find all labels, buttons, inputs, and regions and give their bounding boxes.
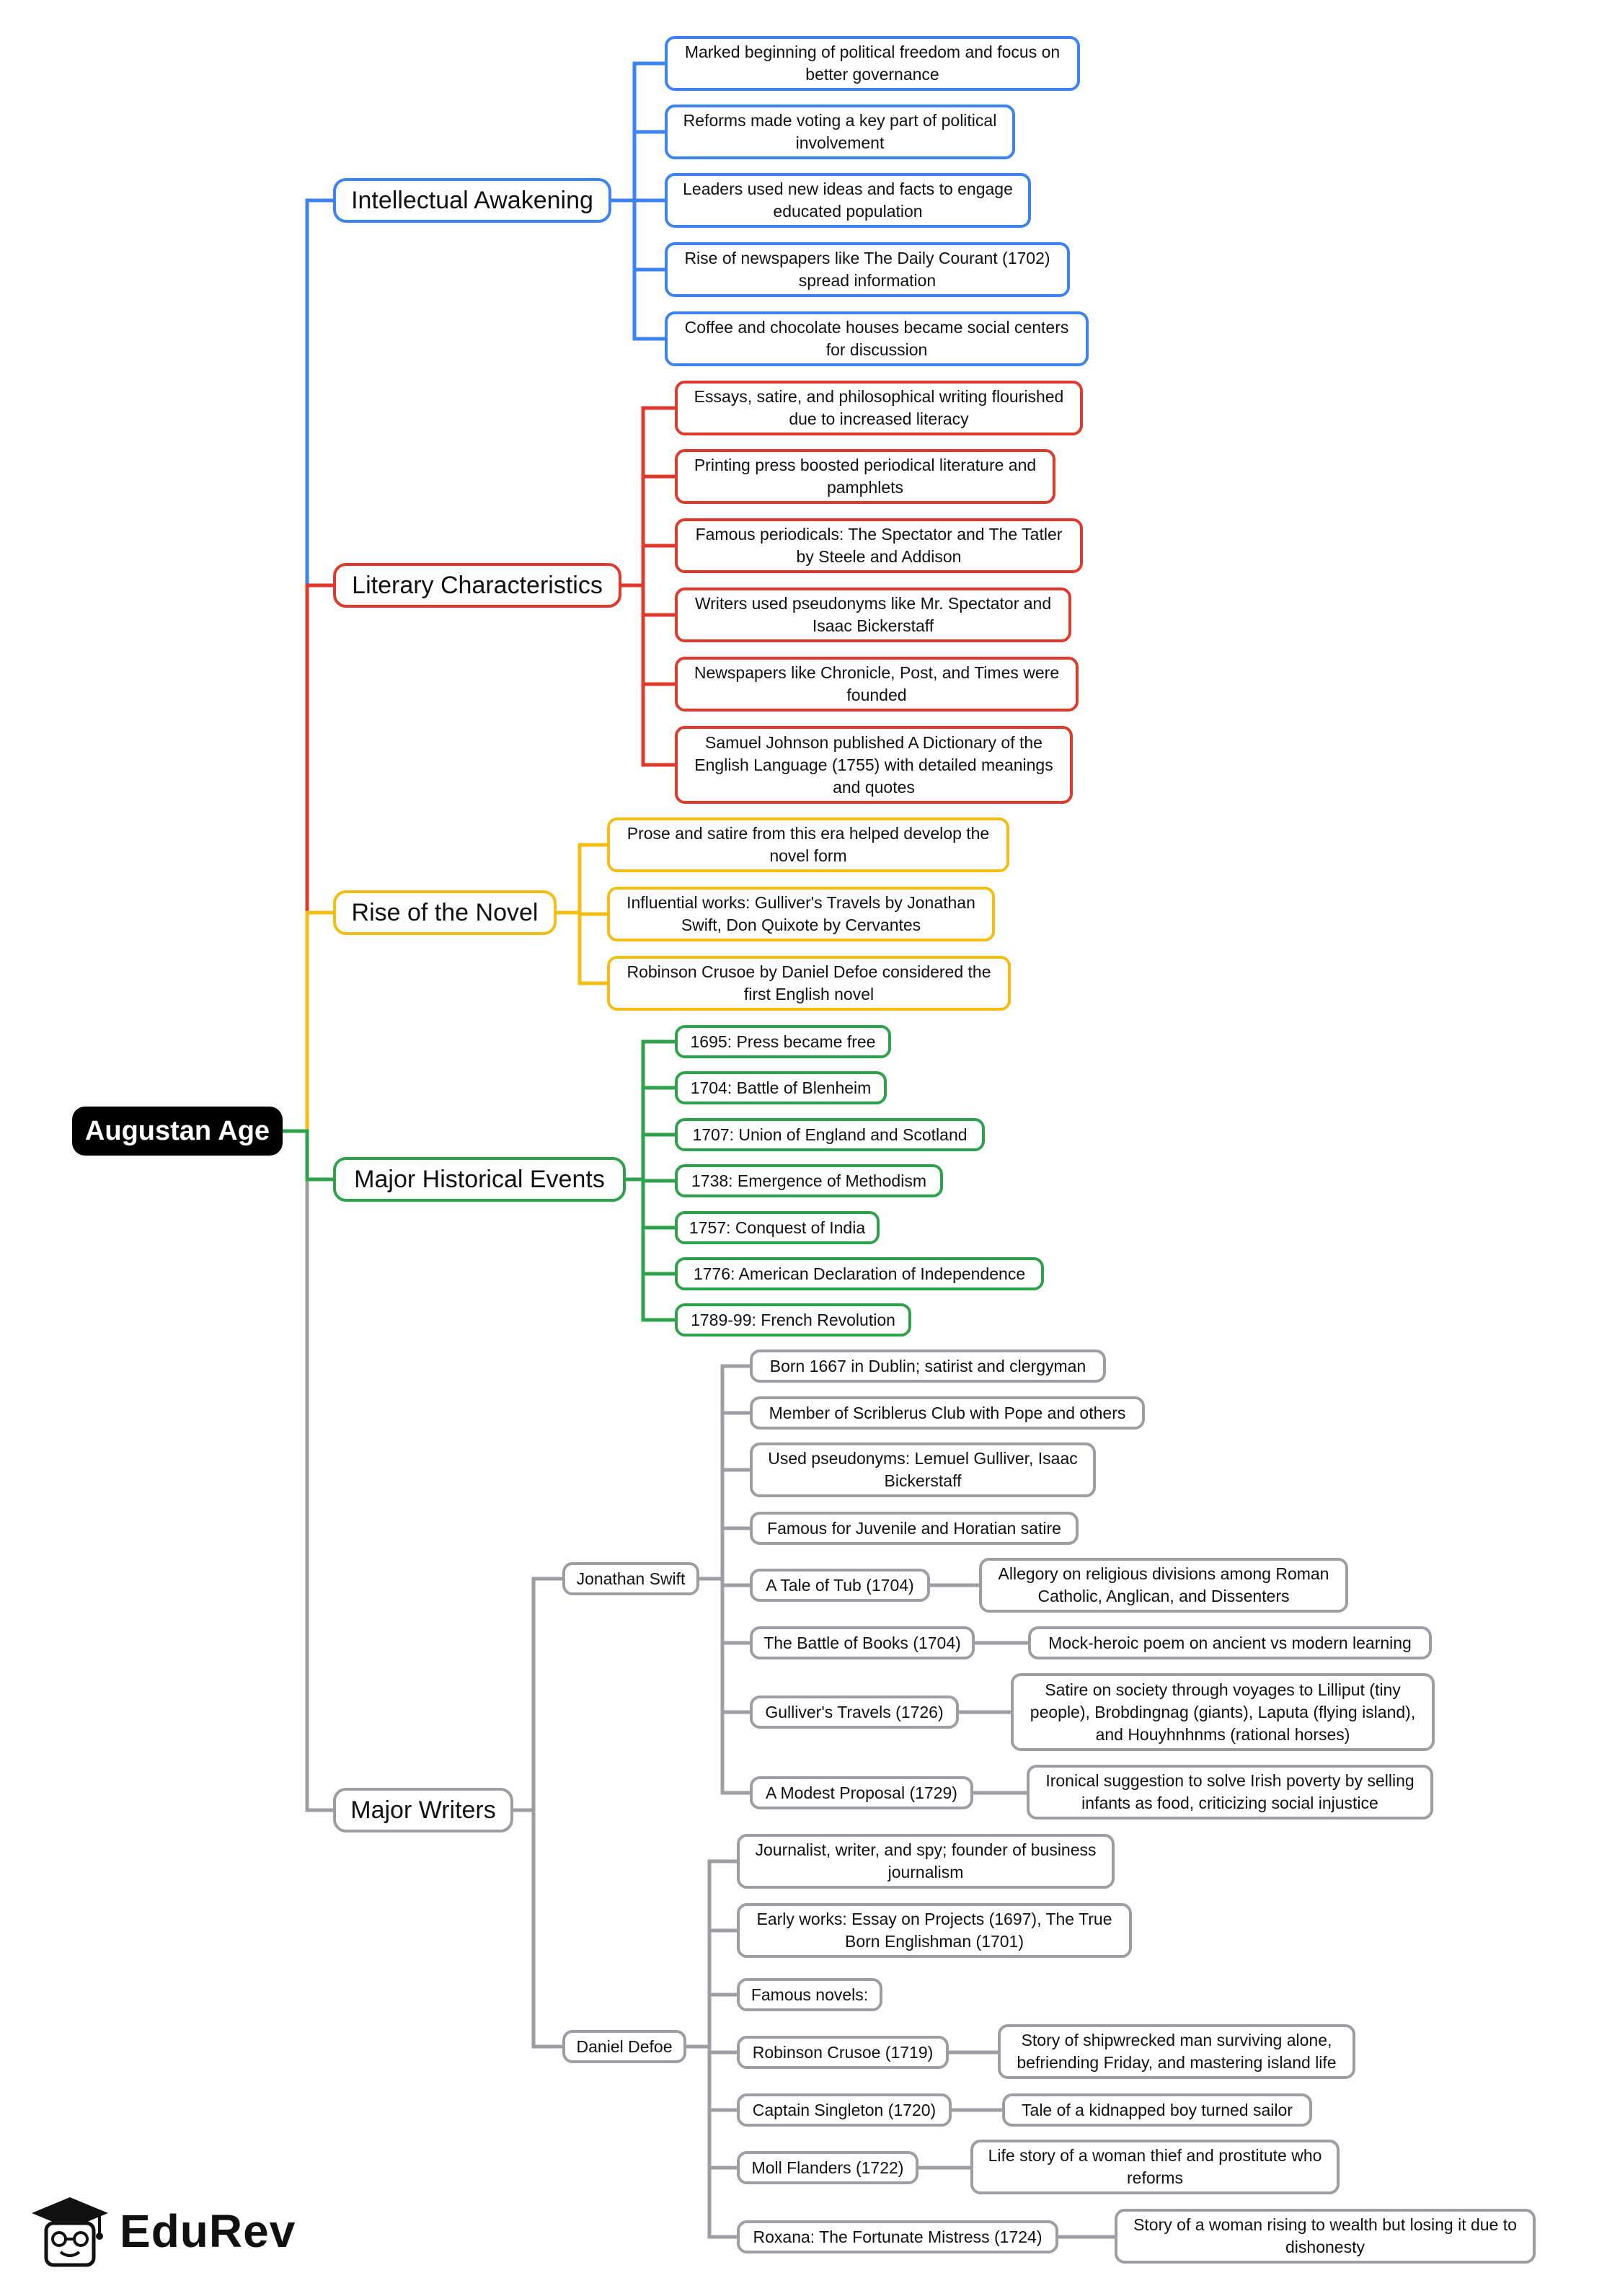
defoe-item-2: Early works: Essay on Projects (1697), T… [737,1903,1132,1958]
event-item-1: 1695: Press became free [675,1025,891,1058]
intellectual-item-5: Coffee and chocolate houses became socia… [665,311,1089,366]
defoe-item-1: Journalist, writer, and spy; founder of … [737,1834,1115,1889]
swift-item-1: Born 1667 in Dublin; satirist and clergy… [750,1349,1106,1383]
intellectual-item-3: Leaders used new ideas and facts to enga… [665,173,1031,228]
root-node: Augustan Age [72,1107,283,1156]
swift-item-7: Gulliver's Travels (1726) [750,1696,959,1729]
branch-literary-characteristics: Literary Characteristics [333,563,621,608]
branch-intellectual-awakening: Intellectual Awakening [333,178,611,223]
intellectual-item-1: Marked beginning of political freedom an… [665,36,1080,91]
defoe-item-5-detail: Tale of a kidnapped boy turned sailor [1002,2093,1312,2127]
swift-item-3: Used pseudonyms: Lemuel Gulliver, Isaac … [750,1442,1096,1497]
brand-name: EduRev [120,2205,296,2257]
literary-item-2: Printing press boosted periodical litera… [675,449,1055,504]
branch-major-writers: Major Writers [333,1788,513,1832]
novel-item-2: Influential works: Gulliver's Travels by… [607,887,995,941]
branch-rise-of-the-novel: Rise of the Novel [333,890,557,935]
edurev-logo: EduRev [30,2191,296,2271]
swift-item-6-detail: Mock-heroic poem on ancient vs modern le… [1028,1626,1432,1659]
swift-item-2: Member of Scriblerus Club with Pope and … [750,1396,1145,1430]
swift-item-6: The Battle of Books (1704) [750,1626,975,1659]
intellectual-item-4: Rise of newspapers like The Daily Couran… [665,242,1070,297]
graduation-cap-icon [32,2197,108,2267]
branch-major-historical-events: Major Historical Events [333,1157,626,1202]
defoe-item-5: Captain Singleton (1720) [737,2093,952,2127]
event-item-6: 1776: American Declaration of Independen… [675,1257,1044,1290]
event-item-5: 1757: Conquest of India [675,1211,880,1244]
swift-item-8-detail: Ironical suggestion to solve Irish pover… [1027,1765,1433,1819]
event-item-3: 1707: Union of England and Scotland [675,1118,985,1151]
event-item-4: 1738: Emergence of Methodism [675,1164,943,1197]
defoe-item-3: Famous novels: [737,1978,882,2011]
novel-item-1: Prose and satire from this era helped de… [607,817,1009,872]
swift-item-8: A Modest Proposal (1729) [750,1776,973,1809]
defoe-item-7-detail: Story of a woman rising to wealth but lo… [1115,2209,1536,2264]
literary-item-1: Essays, satire, and philosophical writin… [675,381,1083,435]
literary-item-3: Famous periodicals: The Spectator and Th… [675,518,1083,573]
literary-item-4: Writers used pseudonyms like Mr. Spectat… [675,588,1071,642]
defoe-item-6-detail: Life story of a woman thief and prostitu… [970,2140,1340,2194]
novel-item-3: Robinson Crusoe by Daniel Defoe consider… [607,956,1011,1011]
swift-item-4: Famous for Juvenile and Horatian satire [750,1512,1079,1545]
defoe-item-7: Roxana: The Fortunate Mistress (1724) [737,2220,1058,2253]
swift-item-5-detail: Allegory on religious divisions among Ro… [979,1558,1348,1613]
event-item-7: 1789-99: French Revolution [675,1303,911,1337]
intellectual-item-2: Reforms made voting a key part of politi… [665,105,1015,159]
event-item-2: 1704: Battle of Blenheim [675,1071,887,1104]
literary-item-5: Newspapers like Chronicle, Post, and Tim… [675,657,1079,712]
defoe-item-4-detail: Story of shipwrecked man surviving alone… [998,2024,1355,2079]
swift-item-7-detail: Satire on society through voyages to Lil… [1011,1673,1435,1751]
defoe-item-6: Moll Flanders (1722) [737,2151,918,2184]
defoe-item-4: Robinson Crusoe (1719) [737,2036,949,2069]
literary-item-6: Samuel Johnson published A Dictionary of… [675,726,1073,804]
writer-jonathan-swift: Jonathan Swift [562,1562,699,1595]
writer-daniel-defoe: Daniel Defoe [562,2030,686,2063]
swift-item-5: A Tale of Tub (1704) [750,1569,930,1602]
